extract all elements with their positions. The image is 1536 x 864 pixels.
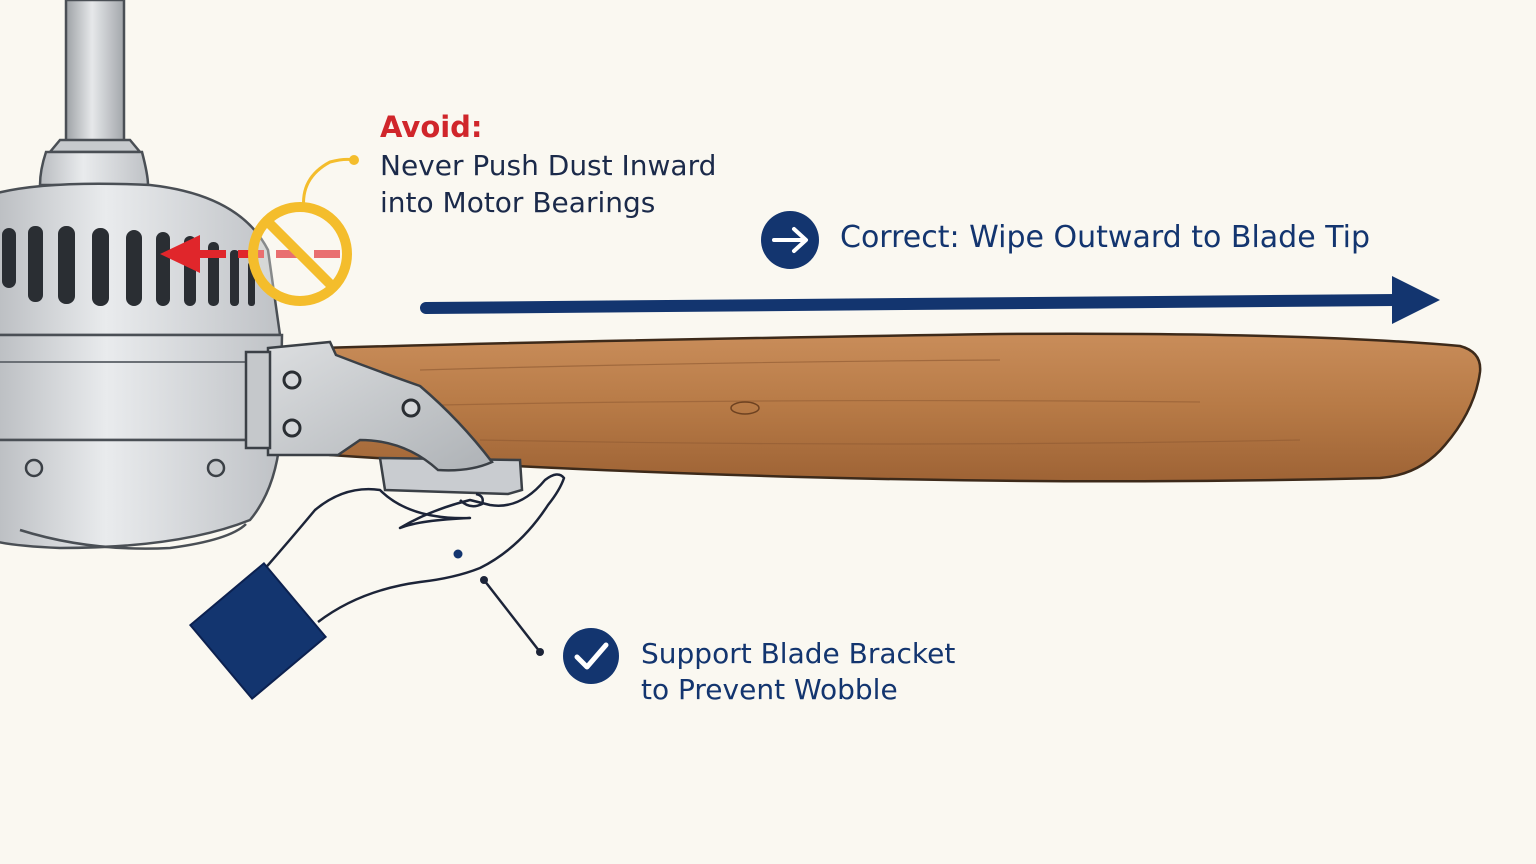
- sleeve-cuff: [188, 561, 328, 701]
- downrod: [47, 0, 143, 154]
- arrow-right-icon: [761, 211, 819, 269]
- outward-arrow: [420, 276, 1440, 324]
- support-line-2: to Prevent Wobble: [641, 673, 898, 706]
- blade-bracket: [244, 340, 524, 496]
- motor-housing: [0, 150, 284, 550]
- supporting-hand: [261, 473, 566, 623]
- avoid-line-2: into Motor Bearings: [380, 186, 656, 219]
- avoid-line-1: Never Push Dust Inward: [380, 149, 717, 182]
- no-symbol-icon: [248, 155, 359, 306]
- avoid-title: Avoid:: [380, 110, 483, 144]
- fan-blade: [318, 332, 1482, 483]
- support-pointer: [480, 576, 544, 656]
- inward-arrow: [160, 235, 340, 273]
- correct-caption: Correct: Wipe Outward to Blade Tip: [840, 220, 1370, 255]
- checkmark-icon: [563, 628, 619, 684]
- support-caption: Support Blade Bracket to Prevent Wobble: [641, 636, 955, 708]
- avoid-description: Never Push Dust Inward into Motor Bearin…: [380, 147, 716, 221]
- support-line-1: Support Blade Bracket: [641, 637, 956, 670]
